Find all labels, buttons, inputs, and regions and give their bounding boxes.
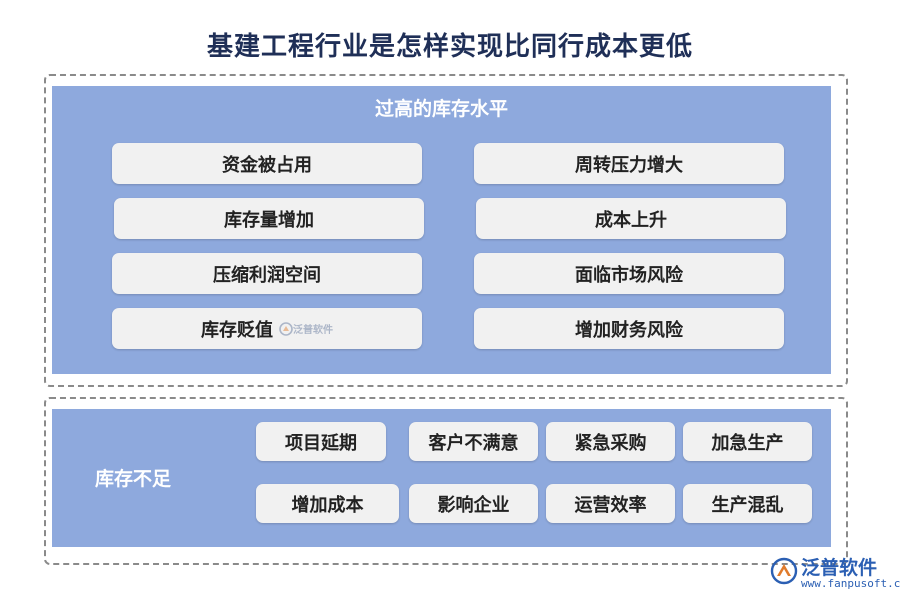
top-section-panel: 过高的库存水平 资金被占用 库存量增加 压缩利润空间 库存贬值 泛普软件 周转压…: [52, 86, 831, 374]
node-bottom-r1-2: 客户不满意: [409, 422, 538, 461]
node-bottom-r2-4: 生产混乱: [683, 484, 812, 523]
node-bottom-r1-4: 加急生产: [683, 422, 812, 461]
node-bottom-r2-1: 增加成本: [256, 484, 399, 523]
node-top-right-3: 面临市场风险: [474, 253, 784, 294]
node-top-left-4: 库存贬值 泛普软件: [112, 308, 422, 349]
node-label: 生产混乱: [711, 494, 784, 516]
node-top-left-2: 库存量增加: [114, 198, 424, 239]
node-bottom-r2-3: 运营效率: [546, 484, 675, 523]
node-label: 项目延期: [285, 432, 357, 454]
node-top-left-3: 压缩利润空间: [112, 253, 422, 294]
brand-logo: 泛普软件 www.fanpusoft.com: [767, 553, 900, 593]
node-top-right-4: 增加财务风险: [474, 308, 784, 349]
top-section-frame: [44, 74, 848, 387]
node-top-left-1: 资金被占用: [112, 143, 422, 184]
bottom-section-panel: 库存不足 项目延期 客户不满意 紧急采购 加急生产 增加成本 影响企业 运营效率…: [52, 409, 831, 547]
node-label: 面临市场风险: [575, 264, 683, 286]
node-label: 运营效率: [574, 494, 647, 516]
brand-mark-icon: [770, 557, 798, 585]
watermark-inline: 泛普软件: [279, 321, 333, 336]
bottom-section-frame: [44, 397, 848, 565]
node-label: 紧急采购: [574, 432, 647, 454]
page-title: 基建工程行业是怎样实现比同行成本更低: [206, 32, 693, 62]
brand-name: 泛普软件: [801, 557, 878, 579]
node-label: 影响企业: [437, 494, 510, 516]
node-bottom-r2-2: 影响企业: [409, 484, 538, 523]
node-label: 库存量增加: [224, 209, 314, 231]
node-label: 库存贬值: [201, 319, 273, 341]
top-section-heading: 过高的库存水平: [374, 98, 508, 120]
node-top-right-2: 成本上升: [476, 198, 786, 239]
node-label: 客户不满意: [428, 432, 519, 454]
node-label: 加急生产: [711, 432, 784, 454]
node-label: 资金被占用: [222, 154, 312, 176]
node-label: 周转压力增大: [575, 154, 683, 176]
node-label: 增加财务风险: [575, 319, 683, 341]
node-label: 压缩利润空间: [213, 264, 321, 286]
brand-url: www.fanpusoft.com: [801, 577, 900, 590]
node-label: 成本上升: [595, 209, 667, 231]
node-bottom-r1-1: 项目延期: [256, 422, 386, 461]
bottom-section-heading: 库存不足: [95, 468, 172, 490]
brand-logo-icon: [279, 321, 293, 336]
node-top-right-1: 周转压力增大: [474, 143, 784, 184]
node-label: 增加成本: [291, 494, 364, 516]
node-bottom-r1-3: 紧急采购: [546, 422, 675, 461]
